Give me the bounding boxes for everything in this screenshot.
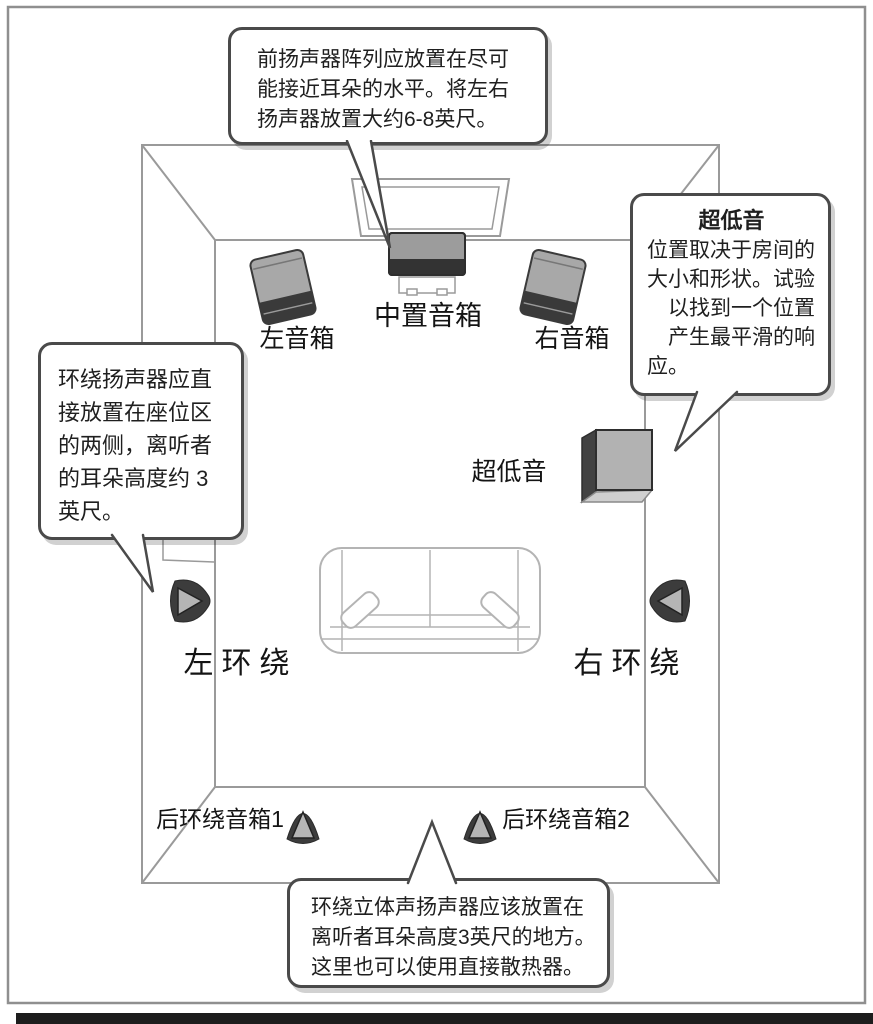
callout-surround: 环绕扬声器应直 接放置在座位区 的两侧，离听者 的耳朵高度约 3 英尺。	[38, 342, 244, 540]
bottom-bar	[16, 1013, 873, 1024]
rear-left-cone-icon	[286, 810, 320, 844]
callout-subwoofer-text: 位置取决于房间的 大小和形状。试验 以找到一个位置 产生最平滑的响 应。	[647, 239, 815, 378]
label-center-speaker: 中置音箱	[374, 301, 482, 331]
callout-front-speakers: 前扬声器阵列应放置在尽可 能接近耳朵的水平。将左右 扬声器放置大约6-8英尺。	[228, 27, 548, 145]
callout-subwoofer-tail	[673, 390, 739, 452]
callout-subwoofer-title: 超低音	[698, 208, 765, 233]
callout-surround-text: 环绕扬声器应直 接放置在座位区 的两侧，离听者 的耳朵高度约 3 英尺。	[58, 367, 213, 524]
surround-right-cone-icon	[649, 579, 690, 623]
callout-rear-surround-text: 环绕立体声扬声器应该放置在 离听者耳朵高度3英尺的地方。 这里也可以使用直接散热…	[311, 896, 596, 979]
callout-front-tail	[345, 140, 392, 249]
wall-detail	[162, 537, 215, 563]
label-surround-right: 右环绕	[573, 647, 688, 680]
page-frame	[6, 5, 867, 1005]
tv-icon	[350, 178, 511, 237]
subwoofer-icon	[579, 428, 654, 504]
sofa-pillow-left	[340, 591, 380, 629]
callout-rear-surround-tail	[406, 818, 458, 885]
label-surround-left: 左环绕	[183, 647, 298, 680]
front-left-speaker-icon	[249, 248, 317, 326]
sofa-pillow-right	[480, 591, 520, 629]
front-right-speaker-icon	[519, 248, 587, 326]
callout-surround-tail	[110, 533, 155, 593]
surround-left-cone-icon	[170, 579, 211, 623]
label-rear-surround-1: 后环绕音箱1	[156, 806, 284, 832]
label-front-right-speaker: 右音箱	[534, 325, 610, 353]
label-front-left-speaker: 左音箱	[259, 325, 335, 353]
callout-rear-surround: 环绕立体声扬声器应该放置在 离听者耳朵高度3英尺的地方。 这里也可以使用直接散热…	[287, 878, 610, 988]
label-subwoofer: 超低音	[471, 458, 547, 486]
callout-subwoofer: 超低音 位置取决于房间的 大小和形状。试验 以找到一个位置 产生最平滑的响 应。	[630, 193, 831, 396]
center-speaker-icon	[388, 232, 466, 296]
rear-right-cone-icon	[463, 810, 497, 844]
sofa-icon	[319, 547, 541, 654]
callout-front-speakers-text: 前扬声器阵列应放置在尽可 能接近耳朵的水平。将左右 扬声器放置大约6-8英尺。	[257, 48, 509, 131]
label-rear-surround-2: 后环绕音箱2	[502, 806, 630, 832]
